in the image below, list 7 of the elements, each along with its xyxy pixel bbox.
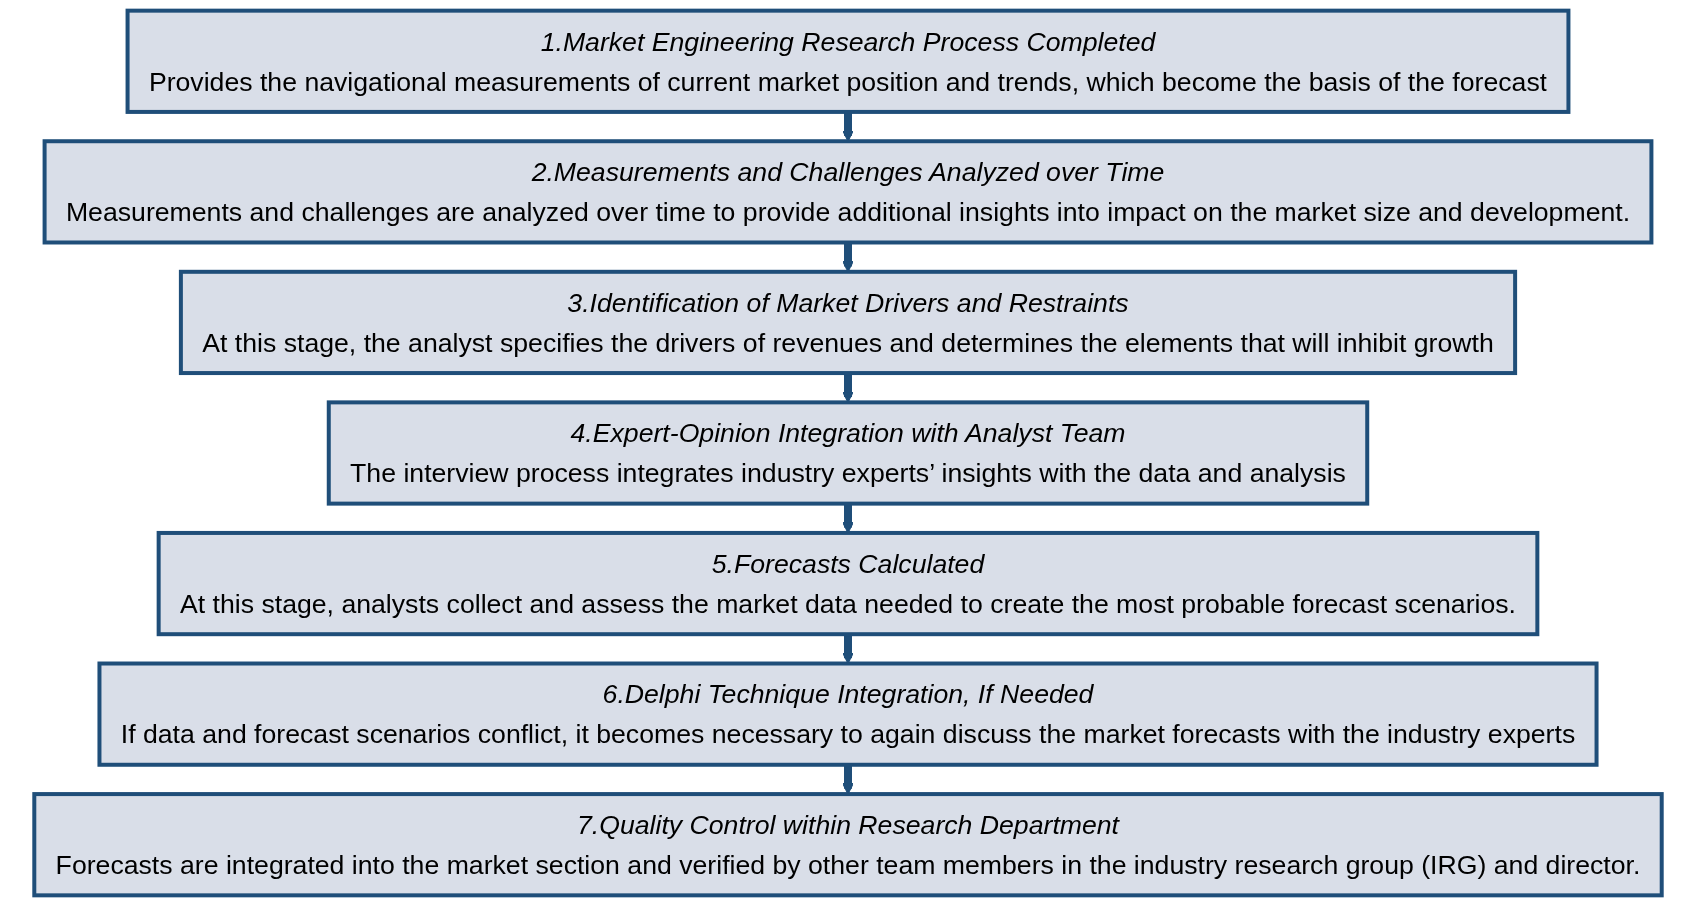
node-box: 3.Identification of Market Drivers and Restraints At this stage, the analyst specifies the drivers of revenues and determines the elements that will inhibit growth (178, 269, 1518, 376)
node-box: 5.Forecasts Calculated At this stage, analysts collect and assess the market data needed to create the most probable forecast scenarios. (156, 530, 1540, 637)
node-box: 7.Quality Control within Research Department Forecasts are integrated into the market section and verified by other team members in the industry research group (IRG) and director. (32, 792, 1664, 898)
node-box: 2.Measurements and Challenges Analyzed over Time Measurements and challenges are analyzed over time to provide additional insights into impact on the market size and development. (42, 139, 1654, 245)
node-box: 1.Market Engineering Research Process Completed Provides the navigational measurements of current market position and trends, which become the basis of the forecast (125, 8, 1571, 114)
node-box: 4.Expert-Opinion Integration with Analyst Team The interview process integrates industry experts’ insights with the data and analysis (326, 400, 1370, 506)
node-box: 6.Delphi Technique Integration, If Needed If data and forecast scenarios conflict, it becomes necessary to again discuss the market forecasts with the industry experts (97, 661, 1599, 767)
